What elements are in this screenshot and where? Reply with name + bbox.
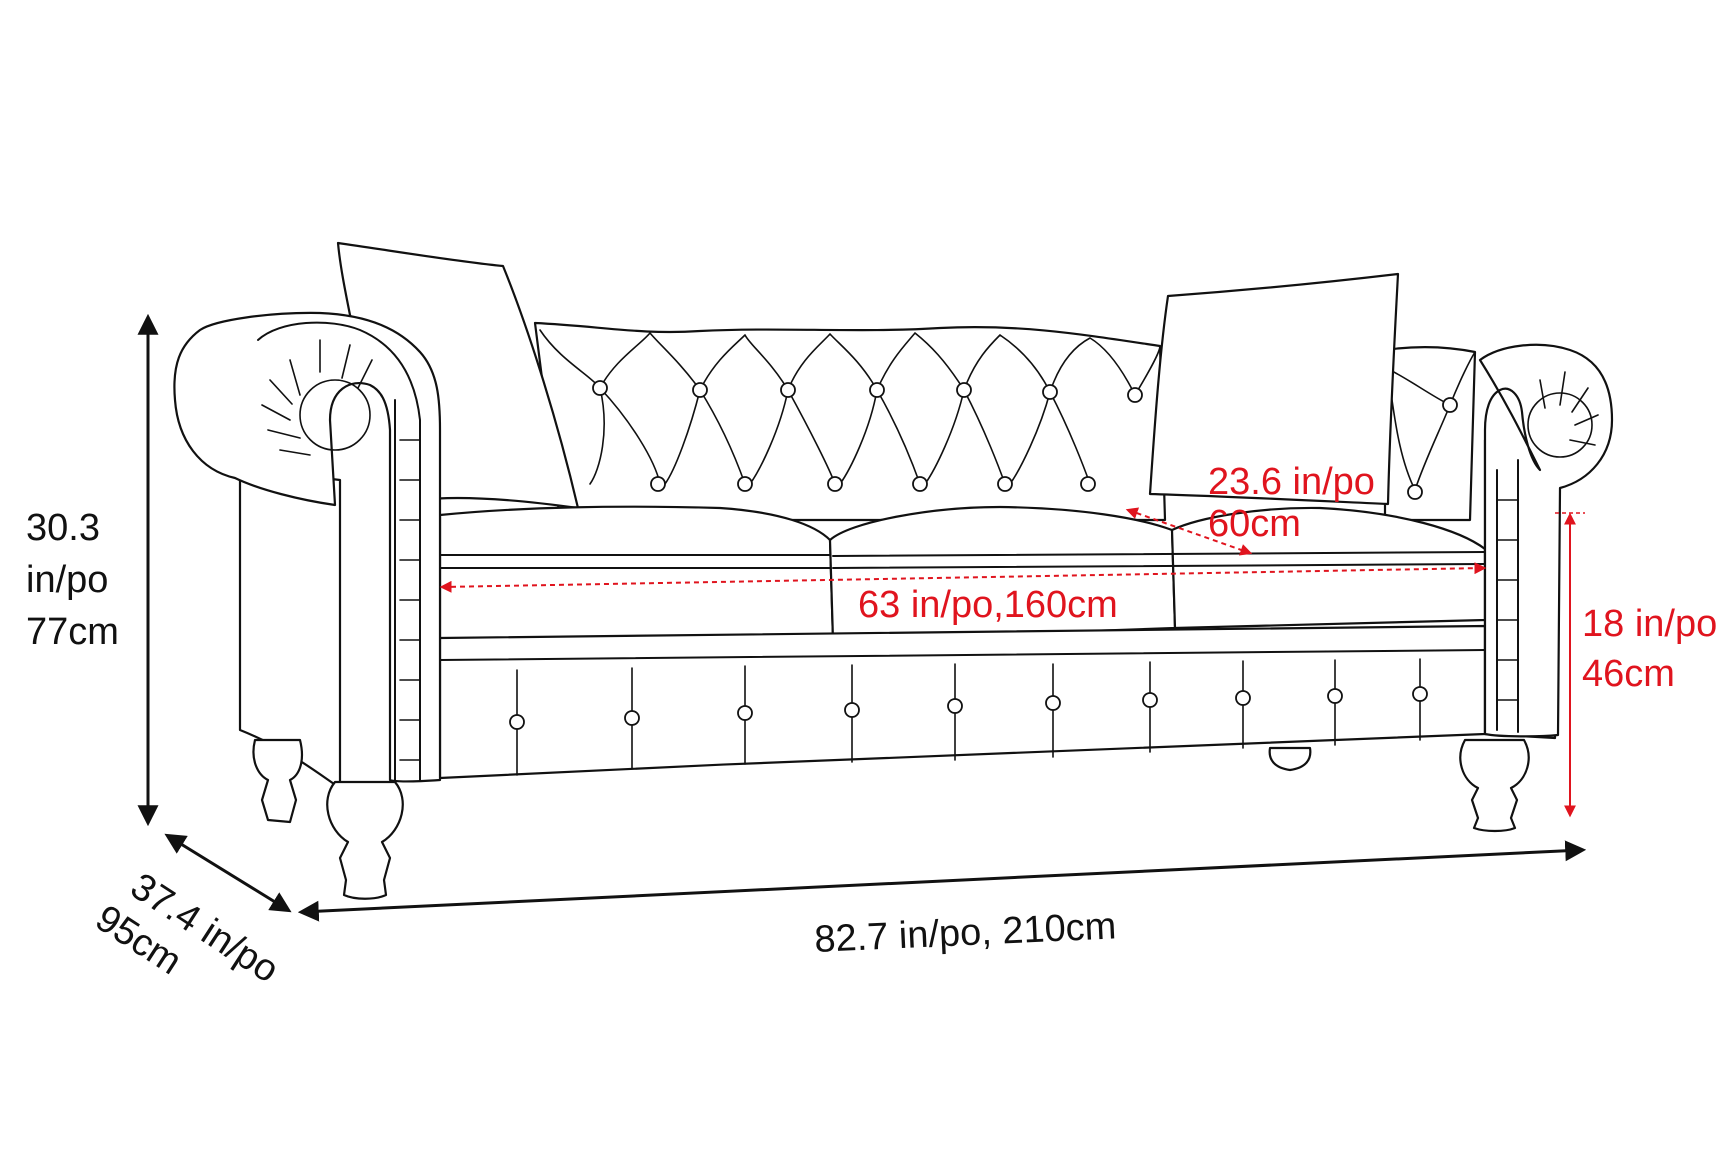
back-tuft-button: [692, 382, 708, 398]
sofa-back: [533, 321, 1167, 522]
skirt-button: [1412, 686, 1428, 702]
skirt-button: [947, 698, 963, 714]
height-label-line1: 30.3: [26, 507, 100, 549]
back-tuft-button: [737, 476, 753, 492]
back-tuft-button: [780, 382, 796, 398]
right-pillow: [1148, 272, 1400, 506]
back-left-leg: [252, 738, 304, 824]
back-tuft-button: [1042, 384, 1058, 400]
seat-depth-label-line1: 23.6 in/po: [1208, 461, 1375, 503]
skirt-button: [1142, 692, 1158, 708]
skirt-button: [509, 714, 525, 730]
skirt-button: [624, 710, 640, 726]
depth-arrow: [164, 833, 292, 913]
back-tuft-button: [1407, 484, 1423, 500]
back-tuft-button: [592, 380, 608, 396]
back-tuft-button: [912, 476, 928, 492]
back-tuft-button: [827, 476, 843, 492]
back-tuft-button: [1442, 397, 1458, 413]
front-left-leg: [326, 780, 404, 900]
seat-depth-arrow: [1125, 507, 1253, 556]
seat-width-label: 63 in/po,160cm: [858, 584, 1118, 626]
width-label: 82.7 in/po, 210cm: [814, 905, 1118, 961]
skirt-button: [737, 705, 753, 721]
sofa-skirt: [438, 624, 1487, 780]
back-tuft-button: [869, 382, 885, 398]
back-tuft-button: [956, 382, 972, 398]
dimension-lines: [137, 313, 1587, 922]
depth-label: 37.4 in/po 95cm: [88, 865, 286, 991]
back-tuft-button: [1127, 387, 1143, 403]
front-right-leg: [1459, 738, 1530, 833]
skirt-button: [1045, 695, 1061, 711]
skirt-button: [844, 702, 860, 718]
seat-width-arrow: [439, 562, 1487, 593]
skirt-button: [1235, 690, 1251, 706]
seat-height-label-line2: 46cm: [1582, 653, 1675, 695]
sofa-back-right-wing: [1383, 346, 1477, 522]
back-right-leg: [1268, 746, 1312, 772]
seat-height-label-line1: 18 in/po: [1582, 603, 1717, 645]
back-tuft-button: [1080, 476, 1096, 492]
back-tuft-button: [650, 476, 666, 492]
seat-depth-label-line2: 60cm: [1208, 503, 1301, 545]
skirt-button: [1327, 688, 1343, 704]
left-arm: [173, 311, 442, 790]
height-label-line3: 77cm: [26, 611, 119, 653]
height-label-line2: in/po: [26, 559, 108, 601]
width-arrow: [297, 840, 1587, 922]
right-arm: [1478, 343, 1614, 740]
back-tuft-button: [997, 476, 1013, 492]
sofa-drawing: [173, 241, 1614, 900]
